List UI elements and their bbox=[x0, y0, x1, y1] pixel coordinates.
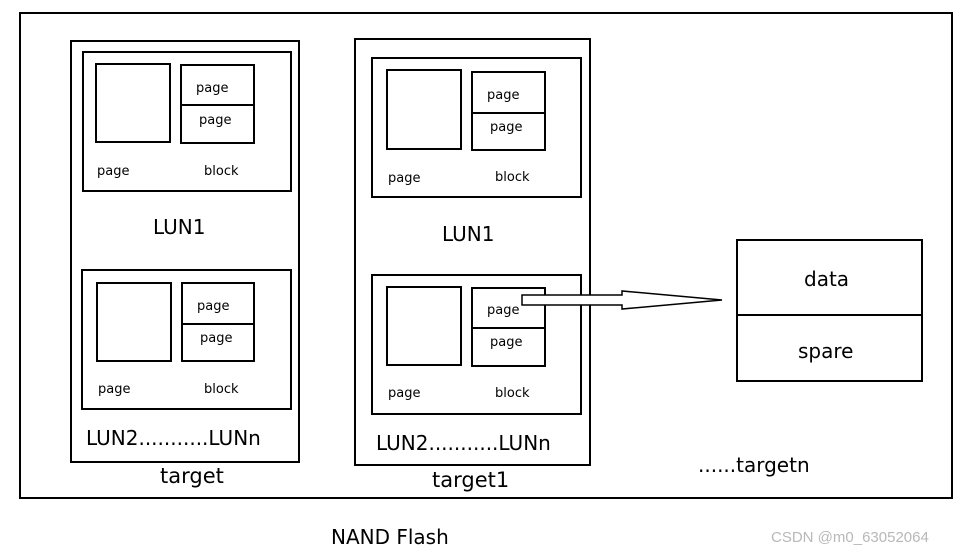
spare-label: spare bbox=[798, 339, 854, 363]
more-targets-label: ......targetn bbox=[698, 453, 810, 477]
page-detail-box bbox=[736, 239, 923, 382]
nand-flash-frame bbox=[19, 12, 953, 499]
page-divider bbox=[180, 104, 255, 106]
block-label: block bbox=[204, 382, 239, 397]
target-box bbox=[70, 40, 300, 463]
block-box bbox=[181, 282, 255, 362]
page-cell-label: page bbox=[196, 81, 229, 96]
lun1-label: LUN1 bbox=[153, 215, 206, 239]
block-label: block bbox=[495, 170, 530, 185]
data-spare-divider bbox=[736, 314, 923, 316]
page-cell-label: page bbox=[197, 299, 230, 314]
page-cell-label: page bbox=[490, 120, 523, 135]
page-label: page bbox=[388, 171, 421, 186]
lun-range-label: LUN2...........LUNn bbox=[86, 426, 261, 450]
target1-box bbox=[354, 38, 591, 466]
lun1-box bbox=[371, 57, 582, 198]
page-cell-label: page bbox=[487, 303, 520, 318]
page-square bbox=[95, 63, 171, 143]
watermark: CSDN @m0_63052064 bbox=[771, 529, 929, 546]
lun2-box bbox=[81, 269, 292, 410]
page-square bbox=[386, 286, 462, 366]
lun1-box bbox=[82, 51, 292, 192]
target-label: target bbox=[160, 464, 224, 488]
page-cell-label: page bbox=[200, 331, 233, 346]
page-divider bbox=[471, 327, 546, 329]
page-cell-label: page bbox=[490, 335, 523, 350]
block-box bbox=[471, 71, 546, 151]
page-label: page bbox=[98, 382, 131, 397]
page-square bbox=[96, 282, 172, 362]
target1-label: target1 bbox=[432, 468, 510, 492]
page-label: page bbox=[97, 164, 130, 179]
block-label: block bbox=[204, 164, 239, 179]
block-label: block bbox=[495, 386, 530, 401]
page-cell-label: page bbox=[487, 88, 520, 103]
page-label: page bbox=[388, 386, 421, 401]
page-cell-label: page bbox=[199, 113, 232, 128]
lun2-box bbox=[371, 274, 582, 415]
page-divider bbox=[471, 112, 546, 114]
page-divider bbox=[181, 323, 255, 325]
page-square bbox=[386, 69, 462, 150]
lun-range-label: LUN2...........LUNn bbox=[376, 431, 551, 455]
data-label: data bbox=[804, 267, 850, 291]
diagram-caption: NAND Flash bbox=[331, 525, 449, 549]
lun1-label: LUN1 bbox=[442, 222, 495, 246]
